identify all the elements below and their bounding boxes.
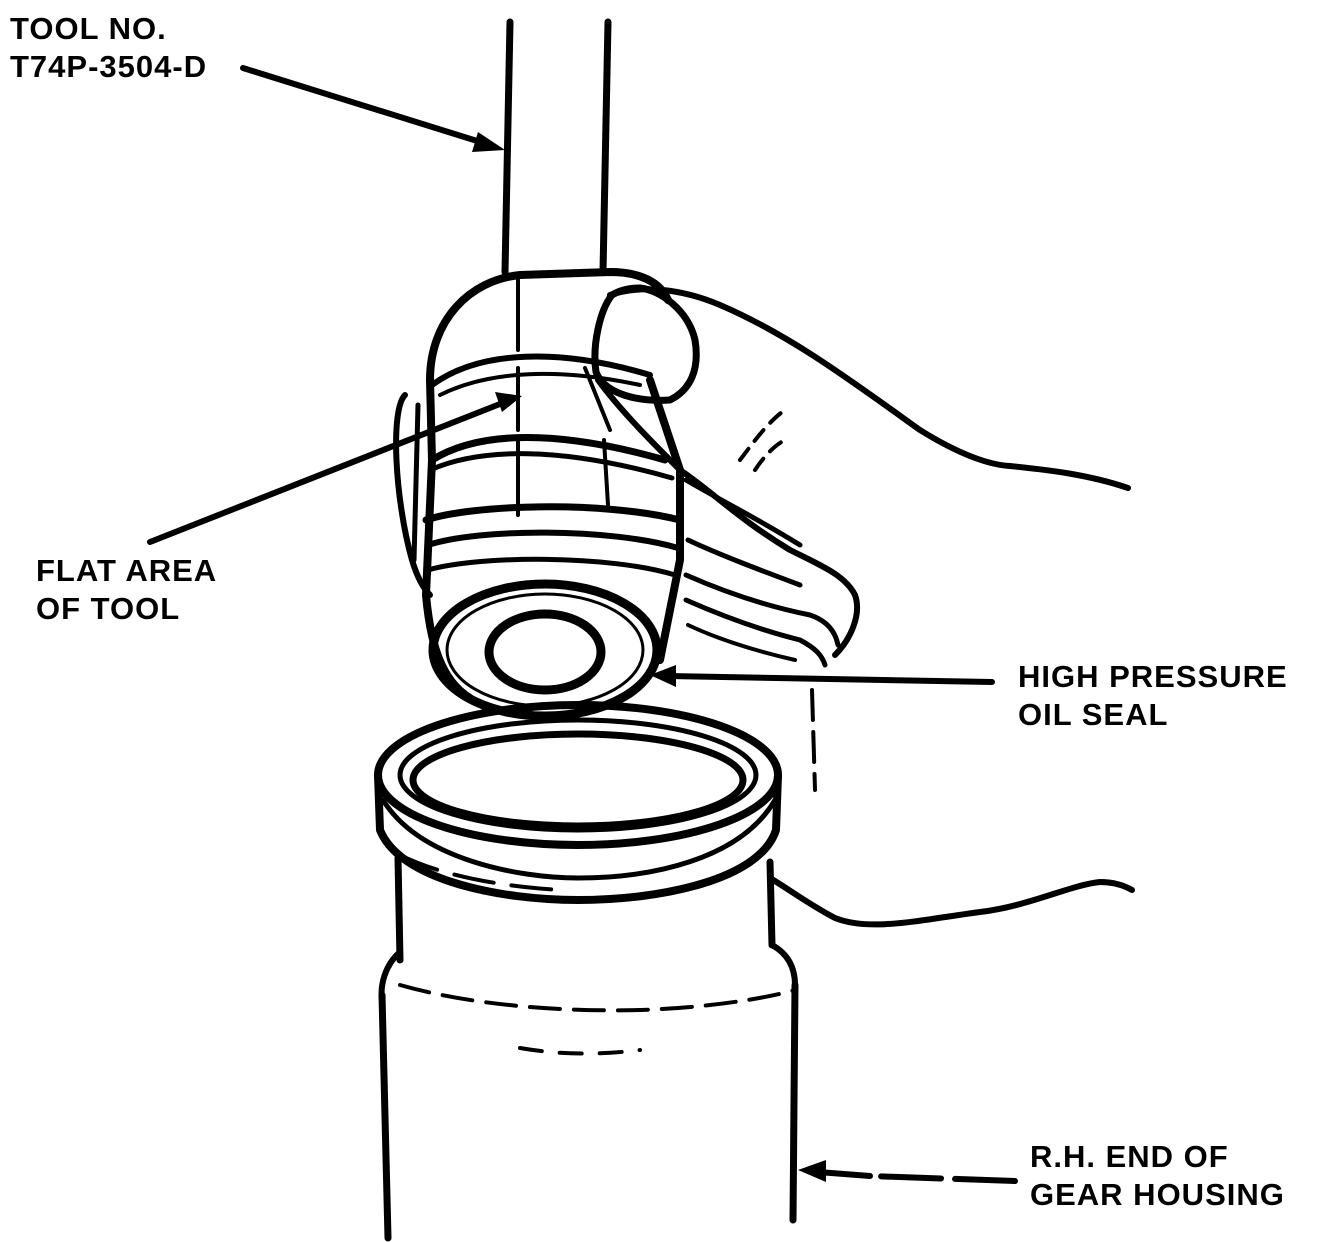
label-gear-housing: R.H. END OF GEAR HOUSING	[1030, 1138, 1285, 1214]
label-oil-seal-line2: OIL SEAL	[1018, 697, 1169, 732]
leader-housing	[798, 1160, 1018, 1184]
hand	[591, 284, 1135, 928]
leader-tool	[240, 65, 505, 152]
tool-face	[428, 579, 662, 721]
label-tool-number: TOOL NO. T74P-3504-D	[10, 10, 207, 86]
tool-shaft	[501, 18, 612, 276]
label-gear-housing-line2: GEAR HOUSING	[1030, 1177, 1285, 1212]
label-oil-seal-line1: HIGH PRESSURE	[1018, 659, 1288, 694]
label-flat-area-line1: FLAT AREA	[36, 553, 218, 588]
label-flat-area-line2: OF TOOL	[36, 591, 181, 626]
label-oil-seal: HIGH PRESSURE OIL SEAL	[1018, 658, 1288, 734]
label-flat-area: FLAT AREA OF TOOL	[36, 552, 217, 628]
leader-flat-area	[147, 392, 522, 545]
gear-housing	[374, 701, 799, 1242]
label-gear-housing-line1: R.H. END OF	[1030, 1139, 1229, 1174]
label-tool-number-line2: T74P-3504-D	[10, 49, 208, 84]
leader-seal	[650, 665, 995, 687]
tool-head	[393, 268, 684, 702]
label-tool-number-line1: TOOL NO.	[10, 11, 167, 46]
